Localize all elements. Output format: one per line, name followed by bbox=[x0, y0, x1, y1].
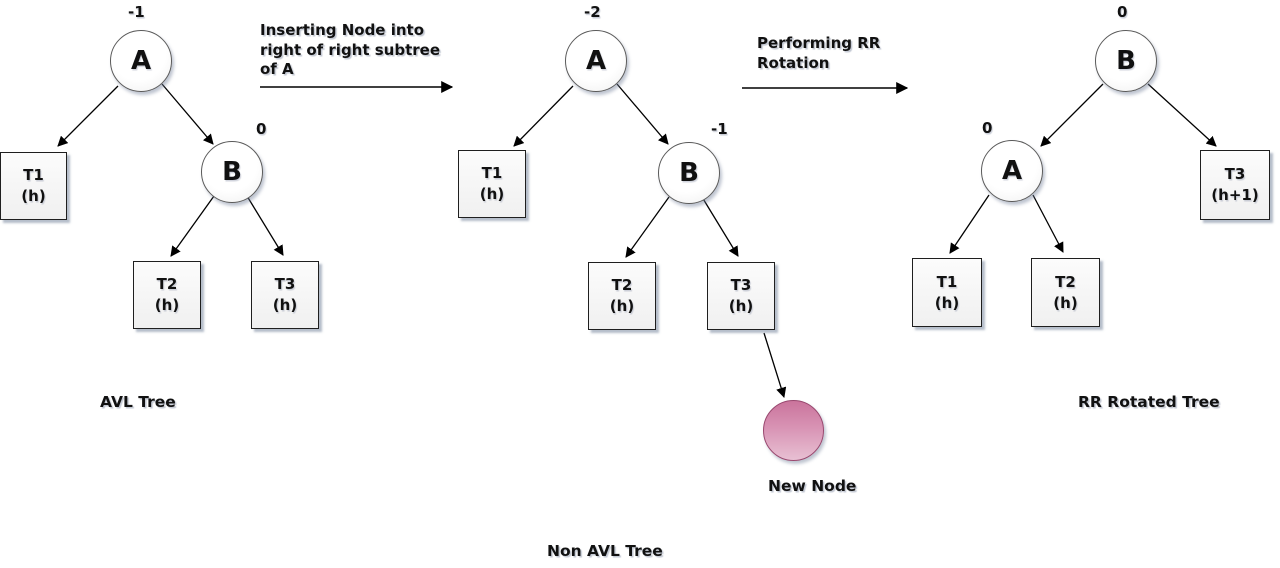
nonavl-box-t3: T3 (h) bbox=[707, 262, 775, 330]
nonavl-node-b: B bbox=[658, 142, 720, 204]
subtree-height: (h) bbox=[479, 185, 505, 203]
subtree-height: (h) bbox=[272, 296, 298, 314]
edge-avl-a-t1 bbox=[57, 85, 119, 147]
subtree-height: (h) bbox=[154, 296, 180, 314]
avl-tree-caption: AVL Tree bbox=[100, 393, 176, 411]
transition-2-label: Performing RR Rotation bbox=[757, 34, 880, 73]
transition-1-line-3: of A bbox=[260, 60, 294, 78]
nonavl-balance-b: -1 bbox=[711, 120, 728, 138]
subtree-name: T2 bbox=[156, 275, 178, 293]
nonavl-node-a-letter: A bbox=[585, 46, 607, 76]
subtree-name: T2 bbox=[611, 276, 633, 294]
rr-balance-b: 0 bbox=[1117, 3, 1128, 21]
edge-nonavl-b-t2 bbox=[625, 196, 670, 258]
avl-box-t2: T2 (h) bbox=[133, 261, 201, 329]
edge-nonavl-t3-newnode bbox=[763, 332, 787, 398]
avl-node-b-letter: B bbox=[222, 157, 242, 187]
nonavl-box-t1: T1 (h) bbox=[458, 150, 526, 218]
transition-2-line-2: Rotation bbox=[757, 53, 830, 72]
edge-nonavl-b-t3 bbox=[701, 196, 739, 257]
edge-nonavl-a-t1 bbox=[513, 85, 574, 147]
avl-box-t3: T3 (h) bbox=[251, 261, 319, 329]
avl-node-b: B bbox=[201, 141, 263, 203]
edge-avl-b-t3 bbox=[246, 195, 284, 256]
subtree-name: T3 bbox=[730, 276, 752, 294]
edge-rr-a-t2 bbox=[1032, 194, 1064, 253]
rr-tree-caption: RR Rotated Tree bbox=[1078, 393, 1220, 411]
edge-rr-b-t3 bbox=[1147, 83, 1217, 147]
subtree-name: T3 bbox=[1224, 165, 1246, 183]
avl-node-a-letter: A bbox=[130, 46, 152, 76]
subtree-name: T1 bbox=[23, 166, 44, 184]
subtree-name: T3 bbox=[274, 275, 296, 293]
subtree-height: (h) bbox=[934, 293, 960, 312]
rr-box-t1: T1 (h) bbox=[912, 258, 982, 327]
subtree-height: (h) bbox=[21, 187, 46, 205]
subtree-name: T2 bbox=[1055, 272, 1076, 291]
new-node-circle bbox=[763, 400, 824, 461]
nonavl-node-a: A bbox=[565, 30, 627, 92]
nonavl-node-b-letter: B bbox=[679, 158, 699, 188]
rr-node-b: B bbox=[1095, 30, 1157, 92]
transition-1-line-1: Inserting Node into bbox=[260, 21, 424, 39]
transition-1-line-2: right of right subtree bbox=[260, 40, 441, 59]
rr-node-a-letter: A bbox=[1001, 156, 1023, 186]
edge-rr-b-a bbox=[1040, 83, 1104, 147]
rr-box-t3: T3 (h+1) bbox=[1200, 150, 1270, 220]
rr-box-t2: T2 (h) bbox=[1031, 258, 1100, 327]
nonavl-box-t2: T2 (h) bbox=[588, 262, 656, 330]
transition-1-label: Inserting Node into right of right subtr… bbox=[260, 21, 440, 80]
avl-box-t1: T1 (h) bbox=[0, 152, 67, 220]
subtree-name: T1 bbox=[481, 164, 503, 182]
avl-balance-b: 0 bbox=[256, 120, 267, 138]
new-node-label: New Node bbox=[768, 477, 857, 495]
subtree-height: (h) bbox=[728, 297, 754, 315]
subtree-height: (h+1) bbox=[1211, 186, 1259, 204]
edge-avl-a-b bbox=[161, 83, 214, 145]
transition-2-line-1: Performing RR bbox=[757, 34, 881, 52]
edge-nonavl-a-b bbox=[616, 83, 669, 145]
rr-node-a: A bbox=[981, 140, 1043, 202]
nonavl-balance-a: -2 bbox=[584, 3, 601, 21]
avl-balance-a: -1 bbox=[128, 3, 145, 21]
rr-node-b-letter: B bbox=[1116, 46, 1136, 76]
subtree-name: T1 bbox=[936, 272, 958, 291]
subtree-height: (h) bbox=[609, 297, 635, 315]
subtree-height: (h) bbox=[1053, 293, 1078, 312]
edge-rr-a-t1 bbox=[949, 194, 990, 254]
edge-avl-b-t2 bbox=[170, 195, 215, 257]
avl-node-a: A bbox=[110, 30, 172, 92]
nonavl-tree-caption: Non AVL Tree bbox=[547, 542, 663, 560]
rr-balance-a: 0 bbox=[982, 119, 993, 137]
